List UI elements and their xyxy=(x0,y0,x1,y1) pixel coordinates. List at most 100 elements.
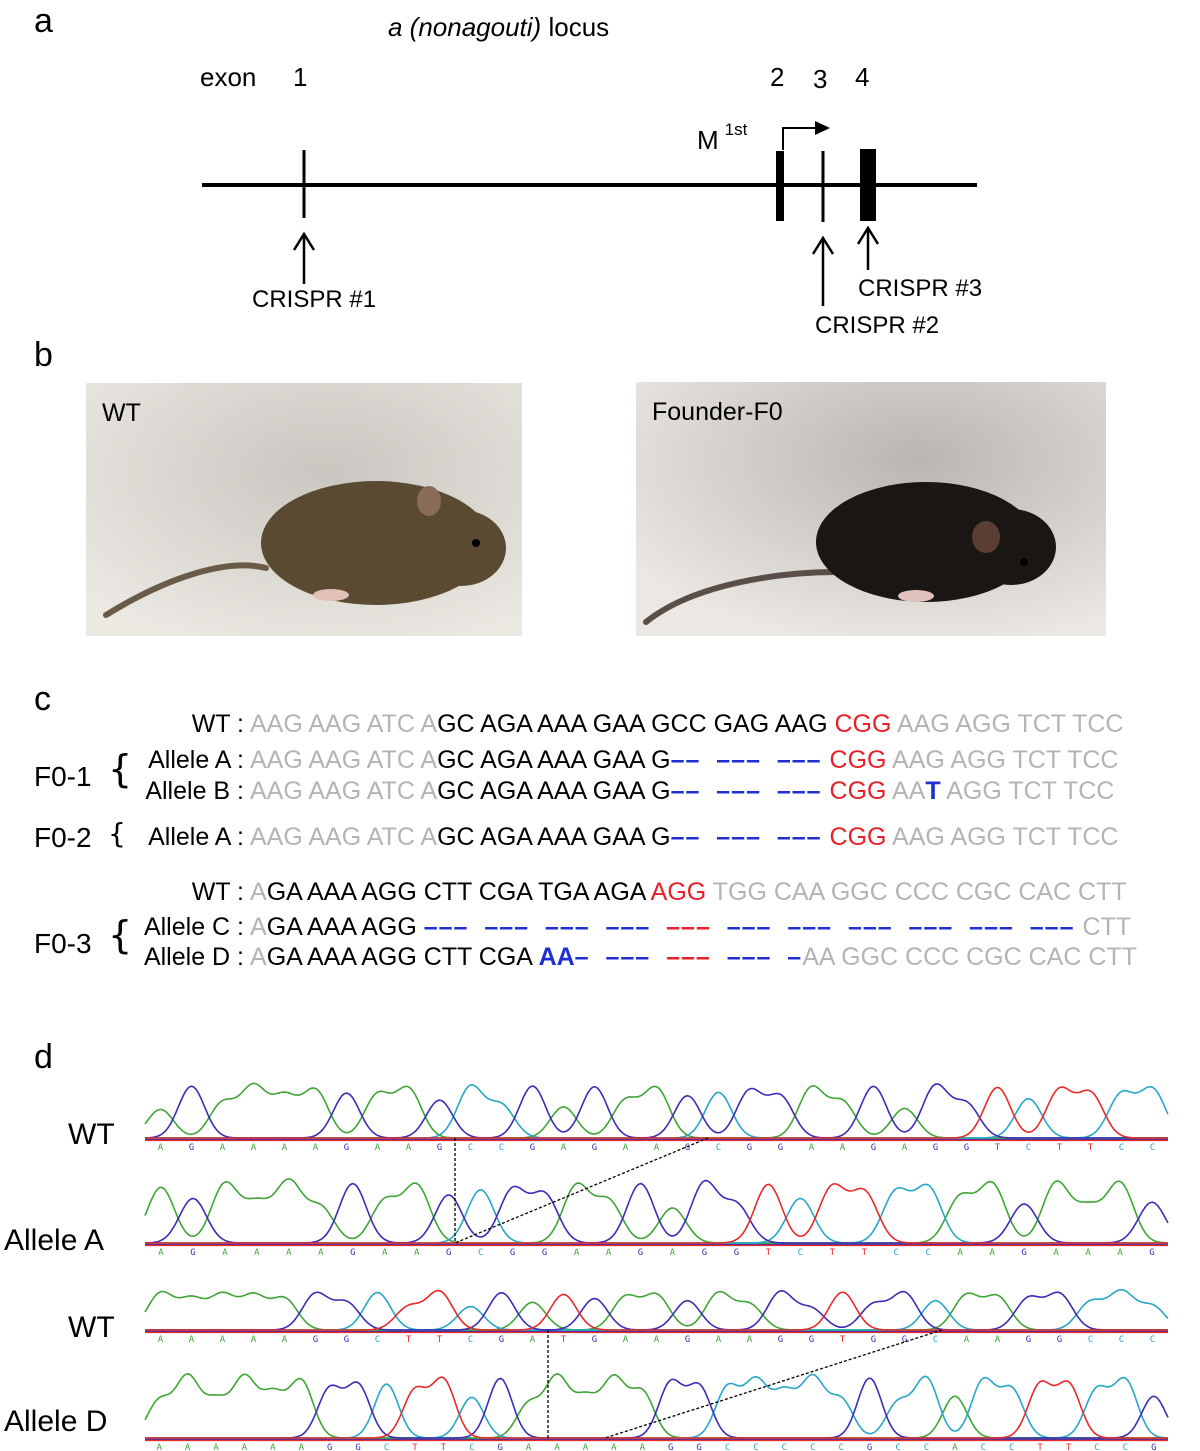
crispr-3-arrowhead xyxy=(856,225,880,245)
base-call: A xyxy=(530,1335,536,1345)
base-call: G xyxy=(189,1143,194,1153)
seq-segment: GC AGA AAA GAA GCC GAG AAG xyxy=(437,710,835,738)
seq-segment: ––– ––– ––– ––– ––– ––– xyxy=(710,913,1083,941)
base-call: G xyxy=(778,1335,783,1345)
base-call: G xyxy=(702,1248,707,1258)
base-call: A xyxy=(747,1335,753,1345)
base-call: A xyxy=(1085,1248,1091,1258)
base-call: G xyxy=(1057,1335,1062,1345)
start-codon-sup: 1st xyxy=(724,120,748,139)
trace-2-label: Allele A xyxy=(4,1224,105,1257)
trace-curve xyxy=(145,1182,1168,1244)
c2-allele-d-seq: AGA AAA AGG CTT CGA AA– ––– ––– ––– –AA … xyxy=(250,943,1137,971)
base-call: A xyxy=(189,1335,195,1345)
base-call: A xyxy=(286,1248,292,1258)
trace-curve xyxy=(144,1372,1168,1439)
base-call: C xyxy=(478,1248,483,1258)
seq-segment: AAG AAG ATC A xyxy=(250,823,438,851)
f0-3-brace: { xyxy=(108,913,133,957)
base-call: A xyxy=(623,1143,629,1153)
base-call: G xyxy=(902,1335,907,1345)
base-call: A xyxy=(952,1443,958,1451)
seq-segment: AAG AGG TCT TCC xyxy=(886,746,1119,774)
trace-curve xyxy=(145,1289,1168,1331)
base-call: G xyxy=(355,1443,360,1451)
seq-segment: GC AGA AAA GAA G xyxy=(437,823,671,851)
base-call: C xyxy=(384,1443,389,1451)
crispr-3-label: CRISPR #3 xyxy=(858,275,983,302)
wt-mouse-paw xyxy=(313,589,349,601)
wt-mouse-ear xyxy=(417,486,441,516)
trace-curve xyxy=(145,1179,1169,1244)
base-call: G xyxy=(530,1143,535,1153)
base-call: C xyxy=(810,1443,815,1451)
base-call: G xyxy=(1021,1248,1026,1258)
panel-a-letter: a xyxy=(34,2,53,40)
base-call: T xyxy=(862,1248,868,1258)
base-call: G xyxy=(867,1443,872,1451)
exon-number-3: 3 xyxy=(813,64,828,94)
base-call: A xyxy=(606,1248,612,1258)
trace-curve xyxy=(145,1377,1169,1439)
base-call: C xyxy=(716,1143,721,1153)
base-call: A xyxy=(1117,1248,1123,1258)
base-call: A xyxy=(670,1248,676,1258)
base-call: A xyxy=(902,1143,908,1153)
base-call: A xyxy=(313,1143,319,1153)
base-call: G xyxy=(871,1143,876,1153)
base-call: G xyxy=(871,1335,876,1345)
base-call: A xyxy=(251,1335,257,1345)
base-call: G xyxy=(1026,1335,1031,1345)
base-call: C xyxy=(1150,1143,1155,1153)
base-call: A xyxy=(561,1143,567,1153)
base-call: C xyxy=(895,1443,900,1451)
base-call: A xyxy=(623,1335,629,1345)
base-call: A xyxy=(318,1248,324,1258)
base-call: G xyxy=(933,1143,938,1153)
base-call: A xyxy=(382,1248,388,1258)
c1-allele-a-seq: AAG AAG ATC AGC AGA AAA GAA G–– ––– ––– … xyxy=(250,746,1119,774)
base-call: A xyxy=(251,1143,257,1153)
base-call: T xyxy=(830,1248,836,1258)
base-call: A xyxy=(158,1248,164,1258)
base-call: G xyxy=(592,1335,597,1345)
founder-mouse-tail xyxy=(643,569,839,625)
base-call: C xyxy=(725,1443,730,1451)
base-call: C xyxy=(926,1248,931,1258)
seq-segment: –– ––– ––– xyxy=(670,823,830,851)
founder-mouse-ear xyxy=(972,521,1000,553)
base-call: G xyxy=(696,1443,701,1451)
seq-segment: AAG AGG TCT TCC xyxy=(891,710,1124,738)
c1-allele-b-label: Allele B : xyxy=(145,777,244,805)
exon-number-4: 4 xyxy=(855,62,870,92)
seq-segment: CGG xyxy=(829,823,887,851)
seq-segment: GA AAA AGG CTT CGA xyxy=(266,943,539,971)
base-call: C xyxy=(753,1443,758,1451)
base-call: G xyxy=(327,1443,332,1451)
photo-wt-image xyxy=(86,383,522,636)
c1-allele-a2-seq: AAG AAG ATC AGC AGA AAA GAA G–– ––– ––– … xyxy=(250,823,1119,851)
exon-number-2: 2 xyxy=(770,62,785,92)
base-call: G xyxy=(437,1143,442,1153)
base-call: T xyxy=(437,1335,443,1345)
base-call: G xyxy=(592,1143,597,1153)
wt-mouse-head xyxy=(416,510,506,586)
f0-3-label: F0-3 xyxy=(34,928,92,959)
panel-b-letter: b xyxy=(34,336,53,374)
base-call: C xyxy=(1094,1443,1099,1451)
base-call: C xyxy=(469,1443,474,1451)
locus-title: a (nonagouti) locus xyxy=(388,12,609,43)
base-call: C xyxy=(468,1143,473,1153)
trace-curve xyxy=(144,1177,1169,1244)
exon-4-mark xyxy=(860,149,876,221)
c1-wt-label: WT : xyxy=(191,710,244,738)
base-call: A xyxy=(716,1335,722,1345)
c2-allele-c-label: Allele C : xyxy=(143,913,244,941)
exon-2-mark xyxy=(776,151,784,221)
base-call: C xyxy=(468,1335,473,1345)
c1-allele-a2-label: Allele A : xyxy=(148,823,244,851)
c1-wt-seq: AAG AAG ATC AGC AGA AAA GAA GCC GAG AAG … xyxy=(250,710,1123,738)
trace-curve xyxy=(145,1376,1168,1439)
seq-segment: CGG xyxy=(829,777,887,805)
base-call: C xyxy=(1026,1143,1031,1153)
